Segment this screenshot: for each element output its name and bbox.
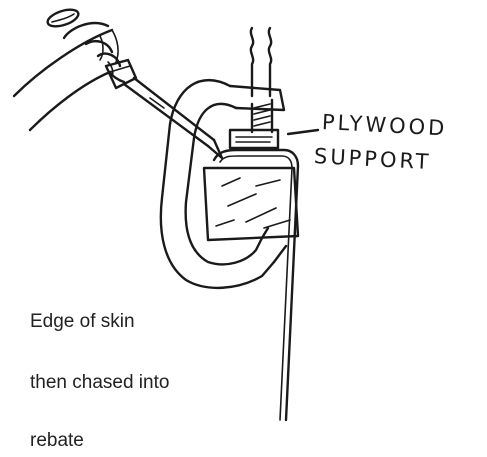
- clamp-screw-drawing: [251, 28, 272, 132]
- caption-line-2: then chased into: [30, 372, 169, 394]
- plywood-support-drawing: [230, 130, 278, 148]
- chasing-tool-drawing: [106, 60, 222, 158]
- timber-block-drawing: [204, 168, 298, 240]
- caption-line-1: Edge of skin: [30, 311, 135, 333]
- label-leader-line: [288, 130, 318, 134]
- caption-line-3: rebate: [30, 430, 84, 452]
- metal-skin-drawing: [214, 150, 298, 420]
